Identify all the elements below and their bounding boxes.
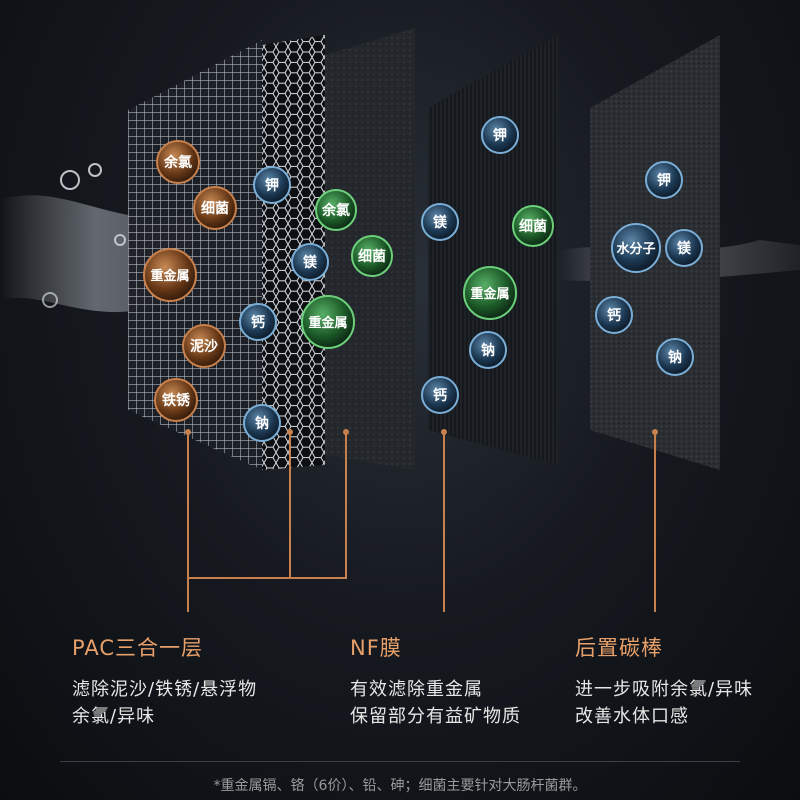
ion-bubble-layer1-0-circle xyxy=(156,140,200,184)
ion-bubble-layer4-0: 钾 xyxy=(481,116,519,154)
nf-line-1: 有效滤除重金属 xyxy=(350,679,483,700)
carbon-line-2: 改善水体口感 xyxy=(575,706,689,727)
ion-bubble-layer4-5-label: 钙 xyxy=(433,387,447,404)
ion-bubble-layer1-2-circle xyxy=(143,248,197,302)
ion-bubble-between-1-label: 镁 xyxy=(303,254,318,271)
ion-bubble-between-0: 钾 xyxy=(253,166,291,204)
ion-bubble-layer1-1-label: 细菌 xyxy=(201,200,229,217)
ion-bubble-layer4-2-circle xyxy=(512,205,554,247)
leader-dots xyxy=(185,429,658,435)
carbon-layer-description: 后置碳棒 进一步吸附余氯/异味 改善水体口感 xyxy=(575,632,753,730)
pac-title: PAC三合一层 xyxy=(72,636,203,660)
carbon-line-1: 进一步吸附余氯/异味 xyxy=(575,679,754,700)
pac-line-1: 滤除泥沙/铁锈/悬浮物 xyxy=(72,679,258,700)
ion-bubble-layer4-3-label: 重金属 xyxy=(470,286,509,302)
ion-bubble-layer1-4-label: 铁锈 xyxy=(162,392,191,409)
ion-bubble-layer4-4-label: 钠 xyxy=(481,342,495,359)
ion-bubble-layer4-1-circle xyxy=(421,203,459,241)
ion-bubble-green-1-label: 细菌 xyxy=(358,248,386,265)
ion-bubble-layer5-2-circle xyxy=(665,229,703,267)
ion-bubble-between-1: 镁 xyxy=(291,243,329,281)
ion-bubble-green-0-label: 余氯 xyxy=(321,202,350,219)
ion-bubble-layer4-4: 钠 xyxy=(469,331,507,369)
ion-bubble-layer4-1-label: 镁 xyxy=(433,214,448,231)
ion-bubble-green-2-label: 重金属 xyxy=(308,315,347,331)
ion-bubble-layer5-0: 钾 xyxy=(645,161,683,199)
ion-bubble-green-1: 细菌 xyxy=(351,235,393,277)
pac-line-2: 余氯/异味 xyxy=(72,706,156,727)
ion-bubble-green-2: 重金属 xyxy=(301,295,355,349)
ion-bubble-layer1-4: 铁锈 xyxy=(154,378,198,422)
ion-bubble-between-0-circle xyxy=(253,166,291,204)
ion-bubble-layer1-0: 余氯 xyxy=(156,140,200,184)
ion-bubble-layer1-3-label: 泥沙 xyxy=(190,338,218,355)
ion-bubble-layer1-1: 细菌 xyxy=(193,186,237,230)
ion-bubble-layer5-4-circle xyxy=(656,338,694,376)
ion-bubble-layer4-5: 钙 xyxy=(421,376,459,414)
ion-bubble-layer5-4: 钠 xyxy=(656,338,694,376)
ion-bubble-layer1-2-label: 重金属 xyxy=(150,268,189,284)
ion-bubble-layer5-3-label: 钙 xyxy=(607,307,621,324)
ion-bubble-layer4-0-label: 钾 xyxy=(493,127,507,144)
ion-bubble-layer5-1-label: 水分子 xyxy=(616,241,655,257)
ion-bubble-layer1-0-label: 余氯 xyxy=(163,154,192,171)
ion-bubble-between-3: 钠 xyxy=(243,404,281,442)
ion-bubble-layer5-2: 镁 xyxy=(665,229,703,267)
ion-bubble-between-3-circle xyxy=(243,404,281,442)
ion-bubble-layer1-1-circle xyxy=(193,186,237,230)
ion-bubble-layer5-4-label: 钠 xyxy=(668,349,682,366)
ion-bubble-layer1-3: 泥沙 xyxy=(182,324,226,368)
ion-bubble-layer4-2: 细菌 xyxy=(512,205,554,247)
ion-bubble-between-1-circle xyxy=(291,243,329,281)
ion-bubble-layer1-2: 重金属 xyxy=(143,248,197,302)
ion-bubble-layer5-3: 钙 xyxy=(595,296,633,334)
ion-bubble-layer4-3: 重金属 xyxy=(463,266,517,320)
ion-bubble-layer4-0-circle xyxy=(481,116,519,154)
leader-lines xyxy=(187,432,656,612)
nf-membrane-layer xyxy=(428,35,558,465)
footnote-divider xyxy=(60,761,740,762)
ion-bubble-between-0-label: 钾 xyxy=(265,177,279,194)
ion-bubble-green-2-circle xyxy=(301,295,355,349)
pac-hex-layer xyxy=(262,35,325,470)
ion-bubble-layer5-2-label: 镁 xyxy=(677,240,692,257)
ion-bubble-between-2-circle xyxy=(239,303,277,341)
nf-title: NF膜 xyxy=(350,636,402,660)
pac-layer-description: PAC三合一层 滤除泥沙/铁锈/悬浮物 余氯/异味 xyxy=(72,632,257,730)
ion-bubble-between-3-label: 钠 xyxy=(255,415,269,432)
ion-bubble-between-2-label: 钙 xyxy=(251,314,265,331)
footnote: *重金属镉、铬（6价）、铅、砷；细菌主要针对大肠杆菌群。 xyxy=(213,778,587,794)
ion-bubble-layer1-4-circle xyxy=(154,378,198,422)
ion-bubble-layer4-5-circle xyxy=(421,376,459,414)
ion-bubble-green-1-circle xyxy=(351,235,393,277)
ion-bubble-layer4-2-label: 细菌 xyxy=(519,218,547,235)
ion-bubble-layer5-1: 水分子 xyxy=(611,223,661,273)
carbon-title: 后置碳棒 xyxy=(575,636,663,660)
ion-bubble-layer5-1-circle xyxy=(611,223,661,273)
ion-bubble-layer4-1: 镁 xyxy=(421,203,459,241)
ion-bubble-green-0: 余氯 xyxy=(315,189,357,231)
ion-bubble-layer4-3-circle xyxy=(463,266,517,320)
ion-bubble-layer5-0-label: 钾 xyxy=(657,172,671,189)
ion-bubbles: 余氯细菌重金属泥沙铁锈钾镁钙钠余氯细菌重金属钾镁细菌重金属钠钙钾水分子镁钙钠 xyxy=(143,116,703,442)
ion-bubble-layer5-3-circle xyxy=(595,296,633,334)
nf-line-2: 保留部分有益矿物质 xyxy=(350,706,521,727)
ion-bubble-layer1-3-circle xyxy=(182,324,226,368)
ion-bubble-green-0-circle xyxy=(315,189,357,231)
nf-layer-description: NF膜 有效滤除重金属 保留部分有益矿物质 xyxy=(350,632,521,730)
ion-bubble-between-2: 钙 xyxy=(239,303,277,341)
ion-bubble-layer4-4-circle xyxy=(469,331,507,369)
ion-bubble-layer5-0-circle xyxy=(645,161,683,199)
